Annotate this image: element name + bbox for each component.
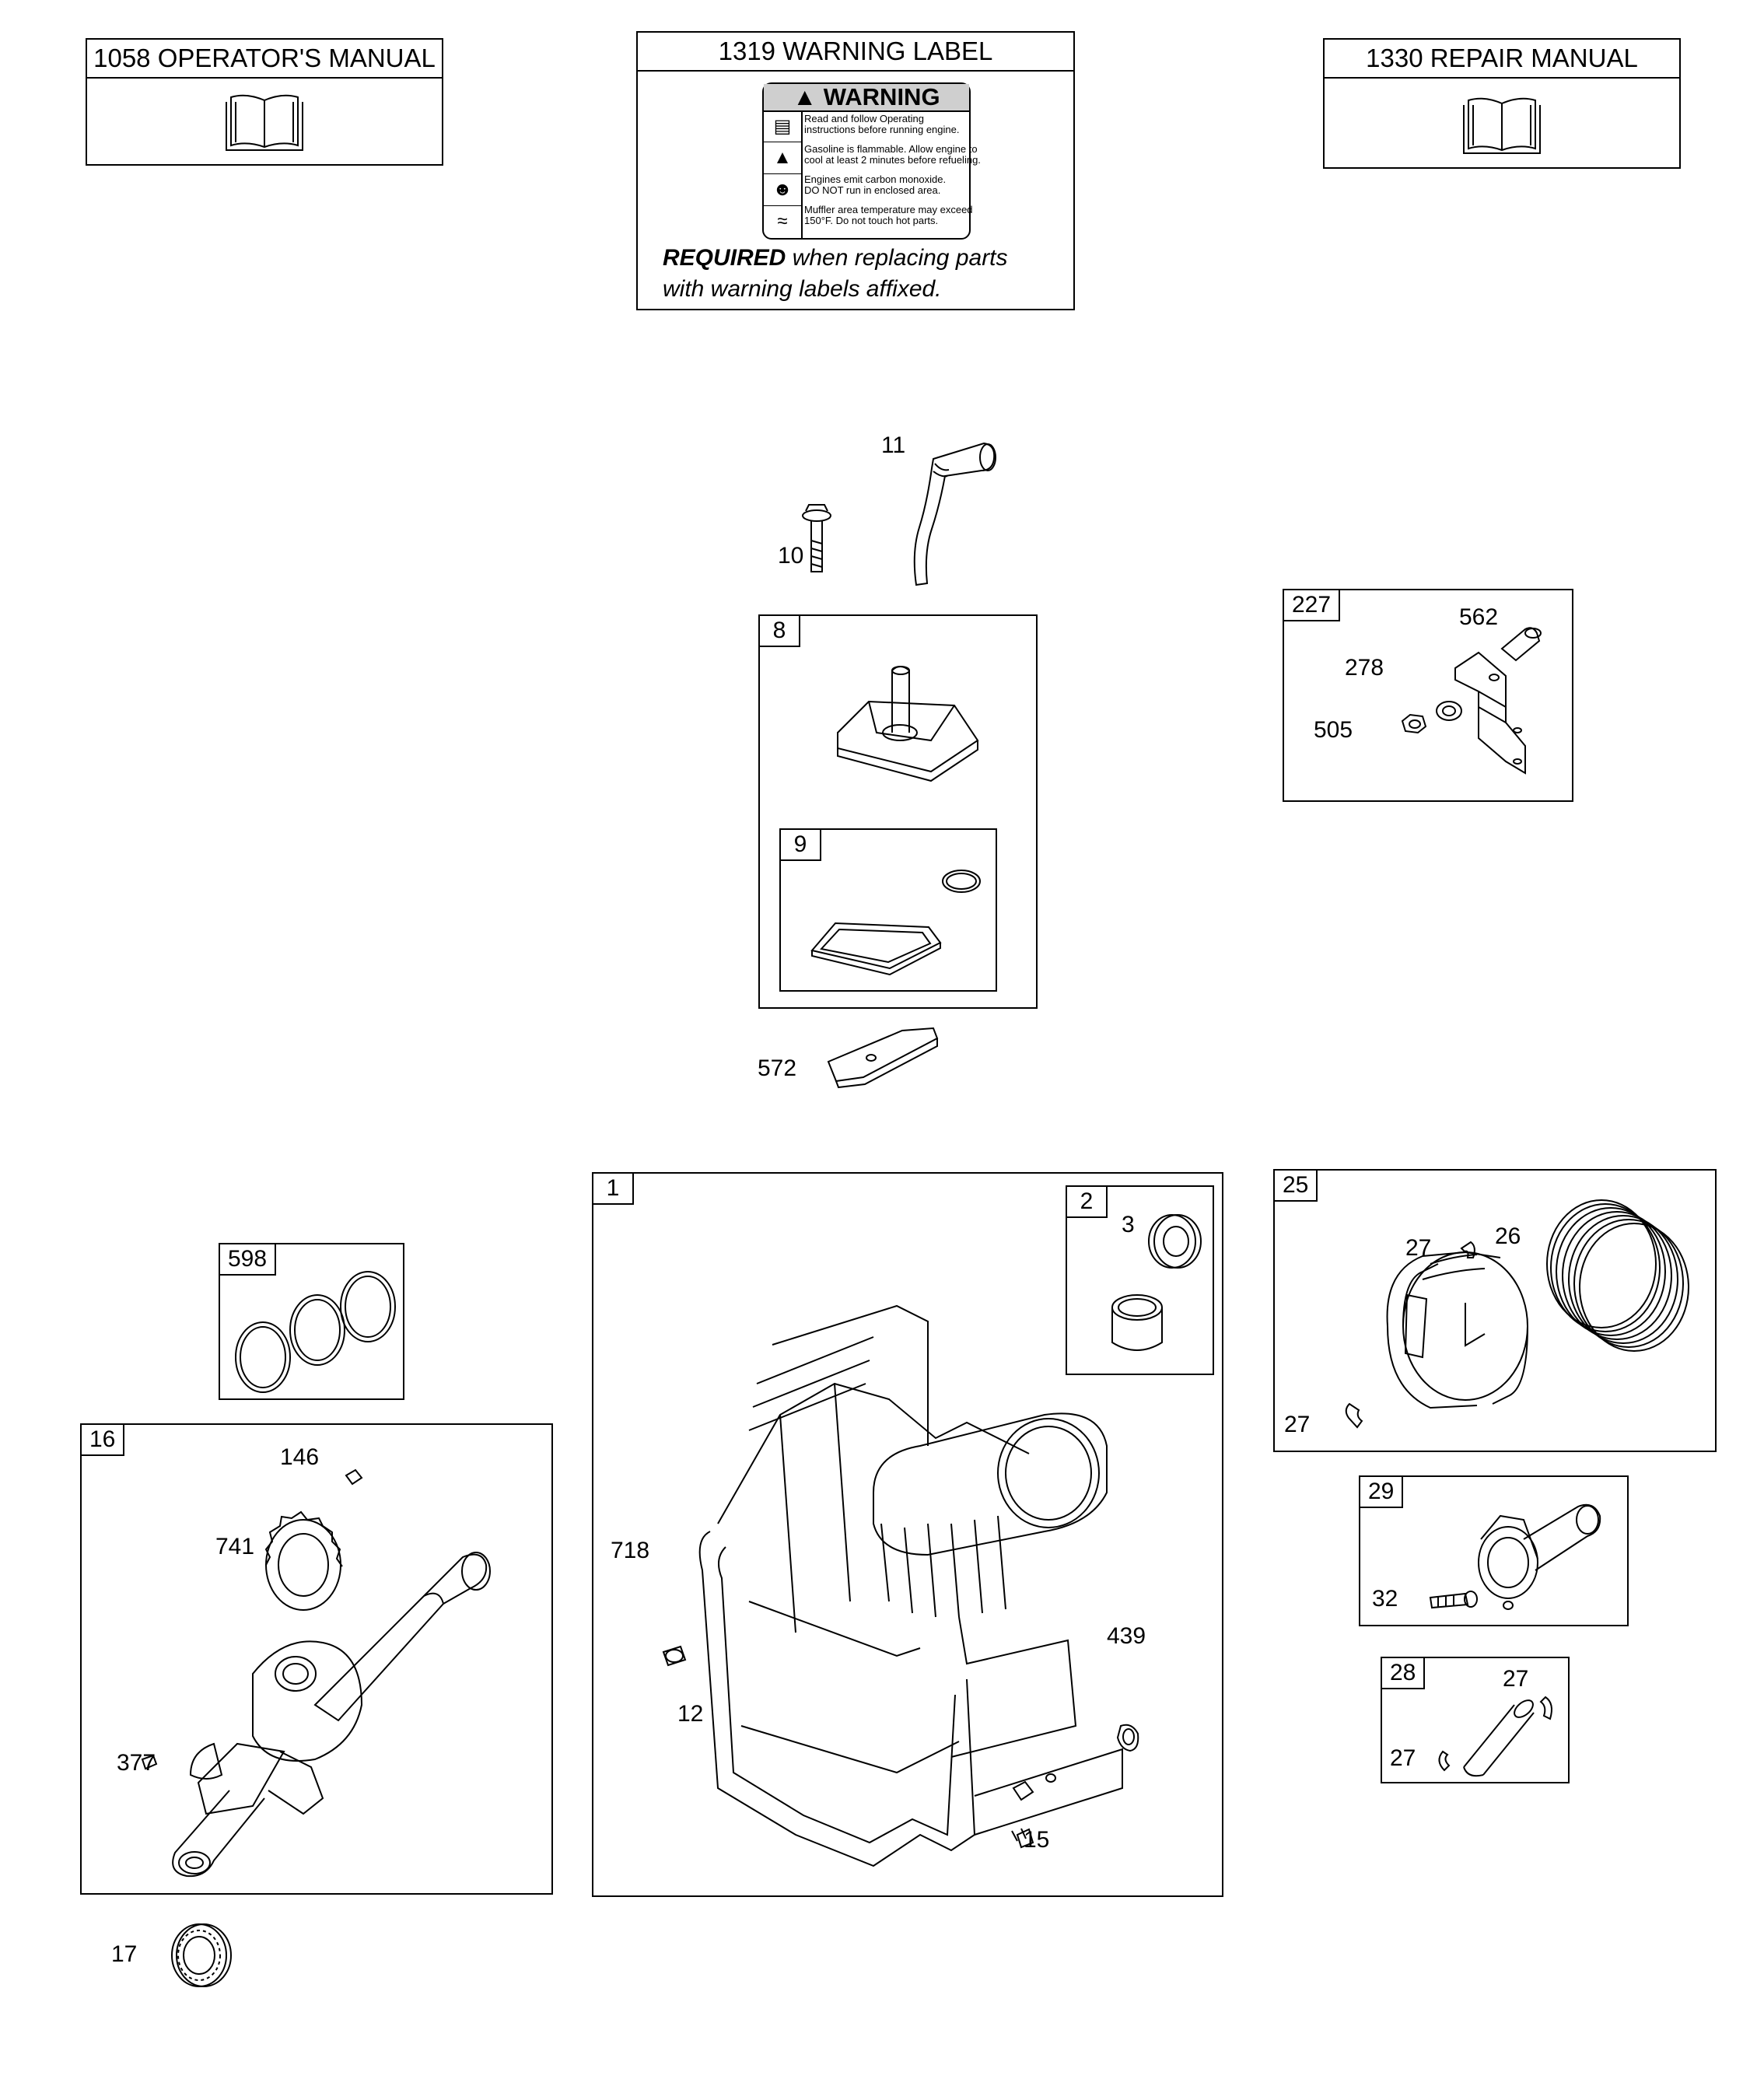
warning-line: cool at least 2 minutes before refueling… bbox=[804, 154, 981, 166]
part-label: 11 bbox=[881, 432, 906, 458]
gasket-and-o-ring[interactable] bbox=[796, 845, 991, 985]
shim-set[interactable] bbox=[228, 1268, 399, 1400]
part-label: 505 bbox=[1314, 717, 1353, 743]
group-28-box[interactable]: 28 27 27 bbox=[1381, 1657, 1570, 1783]
part-label: 15 bbox=[1024, 1827, 1050, 1853]
required-bold: REQUIRED bbox=[663, 245, 786, 271]
bracket-assembly[interactable] bbox=[1362, 606, 1564, 793]
part-label: 562 bbox=[1459, 604, 1499, 630]
crankshaft-assembly[interactable] bbox=[128, 1448, 548, 1884]
cover-plate[interactable] bbox=[824, 1019, 941, 1093]
part-label: 572 bbox=[758, 1055, 797, 1081]
hot-surface-icon: ≈ bbox=[777, 211, 788, 232]
seal-and-bushing[interactable] bbox=[1090, 1202, 1207, 1366]
part-label: 146 bbox=[280, 1444, 320, 1470]
group-227-box[interactable]: 227 562 278 505 bbox=[1283, 589, 1573, 802]
group-9-box[interactable]: 9 bbox=[779, 828, 997, 992]
manual-book-icon bbox=[222, 91, 307, 153]
part-label: 741 bbox=[215, 1534, 255, 1559]
group-tag: 16 bbox=[82, 1425, 125, 1456]
warning-triangle-icon: ▲ bbox=[793, 83, 817, 110]
wrist-pin-and-clips[interactable] bbox=[1413, 1674, 1569, 1783]
warning-decal: ▲ WARNING ▤ ▲ ☻ ≈ Read and follow Operat… bbox=[762, 82, 981, 240]
part-label: 12 bbox=[677, 1701, 704, 1727]
part-label: 26 bbox=[1495, 1223, 1521, 1249]
repair-manual-title: 1330 REPAIR MANUAL bbox=[1325, 40, 1679, 79]
part-label: 27 bbox=[1284, 1412, 1311, 1437]
group-8-box[interactable]: 8 9 bbox=[758, 614, 1038, 1009]
group-tag: 227 bbox=[1284, 590, 1341, 621]
group-tag: 9 bbox=[781, 830, 821, 861]
group-tag: 29 bbox=[1360, 1477, 1404, 1508]
group-tag: 8 bbox=[760, 616, 800, 647]
repair-manual-box[interactable]: 1330 REPAIR MANUAL bbox=[1323, 38, 1681, 169]
warning-heading: WARNING bbox=[823, 83, 940, 110]
manual-book-icon bbox=[1459, 94, 1545, 156]
group-tag: 28 bbox=[1382, 1658, 1426, 1689]
cylinder-block[interactable] bbox=[640, 1290, 1216, 1889]
warning-line: Muffler area temperature may exceed bbox=[804, 204, 973, 215]
warning-line: instructions before running engine. bbox=[804, 124, 960, 135]
group-tag: 25 bbox=[1275, 1171, 1318, 1202]
group-16-box[interactable]: 16 146 741 377 bbox=[80, 1423, 553, 1895]
screw[interactable] bbox=[797, 502, 836, 579]
warning-line: DO NOT run in enclosed area. bbox=[804, 184, 941, 196]
warning-line: Engines emit carbon monoxide. bbox=[804, 173, 947, 185]
operators-manual-box[interactable]: 1058 OPERATOR'S MANUAL bbox=[86, 38, 443, 166]
warning-line: Gasoline is flammable. Allow engine to bbox=[804, 143, 978, 155]
read-manual-icon: ▤ bbox=[764, 112, 801, 142]
breather-tube[interactable] bbox=[840, 436, 1011, 591]
required-line-2: with warning labels affixed. bbox=[663, 276, 942, 302]
part-label: 718 bbox=[611, 1538, 650, 1563]
part-label: 27 bbox=[1390, 1745, 1416, 1771]
connecting-rod[interactable] bbox=[1407, 1485, 1625, 1625]
warning-line: Read and follow Operating bbox=[804, 113, 924, 124]
group-1-box[interactable]: 1 2 3 718 12 439 15 bbox=[592, 1172, 1223, 1897]
warning-line: 150°F. Do not touch hot parts. bbox=[804, 215, 939, 226]
part-label: 10 bbox=[778, 543, 804, 569]
group-tag: 598 bbox=[220, 1244, 277, 1276]
group-2-box[interactable]: 2 3 bbox=[1066, 1185, 1214, 1375]
warning-label-box[interactable]: 1319 WARNING LABEL ▲ WARNING ▤ ▲ ☻ ≈ Rea… bbox=[636, 31, 1075, 310]
part-label: 27 bbox=[1405, 1235, 1432, 1261]
group-25-box[interactable]: 25 27 26 27 bbox=[1273, 1169, 1717, 1452]
part-label: 27 bbox=[1503, 1666, 1529, 1692]
group-tag: 2 bbox=[1067, 1187, 1108, 1218]
group-598-box[interactable]: 598 bbox=[219, 1243, 404, 1400]
part-label: 17 bbox=[111, 1941, 138, 1967]
part-label: 32 bbox=[1372, 1586, 1398, 1612]
breather-cover[interactable] bbox=[822, 647, 993, 787]
part-label: 377 bbox=[117, 1750, 156, 1776]
group-tag: 1 bbox=[593, 1174, 634, 1205]
part-label: 3 bbox=[1122, 1212, 1135, 1237]
part-label: 278 bbox=[1345, 655, 1384, 681]
operators-manual-title: 1058 OPERATOR'S MANUAL bbox=[87, 40, 442, 79]
required-note: REQUIRED when replacing parts with warni… bbox=[663, 245, 1008, 302]
group-29-box[interactable]: 29 32 bbox=[1359, 1475, 1629, 1626]
warning-label-title: 1319 WARNING LABEL bbox=[638, 33, 1073, 72]
ball-bearing[interactable] bbox=[166, 1920, 236, 1990]
piston-and-rings[interactable] bbox=[1321, 1186, 1710, 1451]
flame-icon: ▲ bbox=[764, 142, 801, 174]
exhaust-person-icon: ☻ bbox=[764, 174, 801, 206]
part-label: 439 bbox=[1107, 1623, 1146, 1649]
